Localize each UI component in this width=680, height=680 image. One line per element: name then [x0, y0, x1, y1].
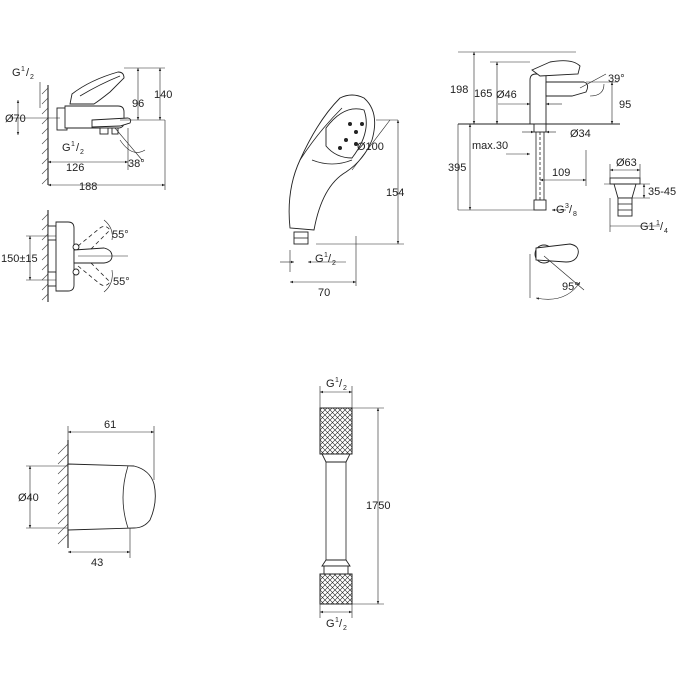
basin-mixer-drawing — [457, 51, 620, 212]
waste-range-label: 35-45 — [648, 186, 676, 198]
hose-length-label: 1750 — [366, 500, 390, 512]
basin-mixer-top-view — [529, 243, 585, 300]
holder-dia40-label: Ø40 — [18, 492, 39, 504]
basin-h395-label: 395 — [448, 162, 466, 174]
bath-h96-label: 96 — [132, 98, 144, 110]
shower-thread-label: G — [315, 253, 324, 265]
bath-h140-label: 140 — [154, 89, 172, 101]
wall-holder-labels: 61 Ø40 43 — [18, 419, 116, 569]
hose-top-thread-den: 2 — [343, 385, 347, 392]
waste-labels: Ø63 35-45 G1 1 / 4 — [616, 157, 676, 235]
holder-w61-label: 61 — [104, 419, 116, 431]
bath-mixer-front-view — [10, 67, 166, 190]
bath-thread-label: G — [12, 67, 21, 79]
shower-thread-slash: / — [328, 253, 332, 265]
bath-w188-label: 188 — [79, 181, 97, 193]
hose-top-thread-num: 1 — [335, 377, 339, 384]
bath-thread2-den: 2 — [80, 149, 84, 156]
basin-angle39-label: 39° — [608, 73, 625, 85]
waste-thread-num: 1 — [656, 220, 660, 227]
shower-thread-den: 2 — [332, 260, 336, 267]
bath-thread-slash: / — [26, 67, 30, 79]
basin-max30-label: max.30 — [472, 140, 508, 152]
basin-dia34-label: Ø34 — [570, 128, 591, 140]
wall-holder-drawing — [26, 426, 156, 558]
basin-h95-label: 95 — [619, 99, 631, 111]
bath-thread2-num: 1 — [71, 141, 75, 148]
bath-angle55b-label: 55° — [113, 276, 130, 288]
hose-bottom-thread-slash: / — [339, 618, 343, 630]
hose-top-thread-label: G — [326, 378, 335, 390]
hand-shower-drawing — [280, 94, 404, 286]
basin-dia46-label: Ø46 — [496, 89, 517, 101]
bath-thread2-slash: / — [76, 142, 80, 154]
shower-dia-label: Ø100 — [357, 141, 384, 153]
bath-mixer-top-labels: 55° 55° 150±15 — [1, 229, 130, 288]
bath-thread2-label: G — [62, 142, 71, 154]
waste-thread-den: 4 — [664, 228, 668, 235]
bath-thread-num: 1 — [21, 66, 25, 73]
shower-w70-label: 70 — [318, 287, 330, 299]
shower-h154-label: 154 — [386, 187, 404, 199]
holder-w43-label: 43 — [91, 557, 103, 569]
bath-w126-label: 126 — [66, 162, 84, 174]
shower-thread-num: 1 — [324, 252, 328, 259]
hose-top-thread-slash: / — [339, 378, 343, 390]
hose-bottom-thread-den: 2 — [343, 625, 347, 632]
basin-h198-label: 198 — [450, 84, 468, 96]
waste-drawing — [604, 164, 660, 232]
hand-shower-labels: Ø100 154 G 1 / 2 70 — [315, 141, 404, 299]
bath-dia-label: Ø70 — [5, 113, 26, 125]
basin-thread-slash: / — [569, 204, 573, 216]
basin-h165-label: 165 — [474, 88, 492, 100]
shower-hose-labels: G 1 / 2 1750 G 1 / 2 — [326, 377, 390, 632]
waste-dia63-label: Ø63 — [616, 157, 637, 169]
hose-bottom-thread-label: G — [326, 618, 335, 630]
basin-w109-label: 109 — [552, 167, 570, 179]
hose-bottom-thread-num: 1 — [335, 617, 339, 624]
bath-angle38-label: 38° — [128, 158, 145, 170]
basin-thread-den: 8 — [573, 211, 577, 218]
bath-mixer-labels: G 1 / 2 Ø70 96 140 G 1 / 2 126 188 38° — [5, 66, 172, 193]
basin-thread-num: 3 — [565, 203, 569, 210]
basin-angle95-label: 95° — [562, 281, 579, 293]
basin-mixer-labels: 198 165 Ø46 39° 95 Ø34 max.30 395 109 G … — [448, 73, 631, 218]
waste-thread-slash: / — [660, 221, 664, 233]
bath-angle55a-label: 55° — [112, 229, 129, 241]
shower-hose-drawing — [319, 386, 384, 618]
waste-thread-label: G1 — [640, 221, 655, 233]
bath-mixer-top-view — [26, 210, 128, 302]
basin-thread-label: G — [556, 204, 565, 216]
bath-h150-label: 150±15 — [1, 253, 38, 265]
bath-thread-den: 2 — [30, 74, 34, 81]
